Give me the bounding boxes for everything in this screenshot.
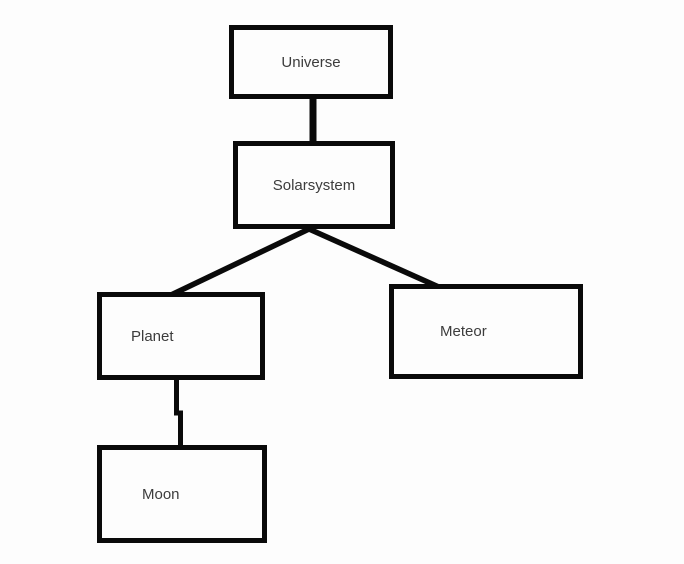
edge-solarsystem-meteor (307, 226, 443, 291)
node-solarsystem: Solarsystem (233, 141, 395, 229)
node-planet-label: Planet (131, 327, 174, 345)
node-meteor-label: Meteor (440, 323, 487, 340)
node-moon-label: Moon (142, 485, 180, 503)
node-moon: Moon (97, 445, 267, 543)
node-universe: Universe (229, 25, 393, 99)
node-universe-label: Universe (281, 53, 341, 71)
node-solarsystem-label: Solarsystem (272, 176, 356, 194)
node-planet: Planet (97, 292, 265, 380)
node-meteor: Meteor (389, 284, 583, 379)
edge-planet-moon (174, 377, 183, 448)
edge-solarsystem-planet (169, 226, 311, 298)
